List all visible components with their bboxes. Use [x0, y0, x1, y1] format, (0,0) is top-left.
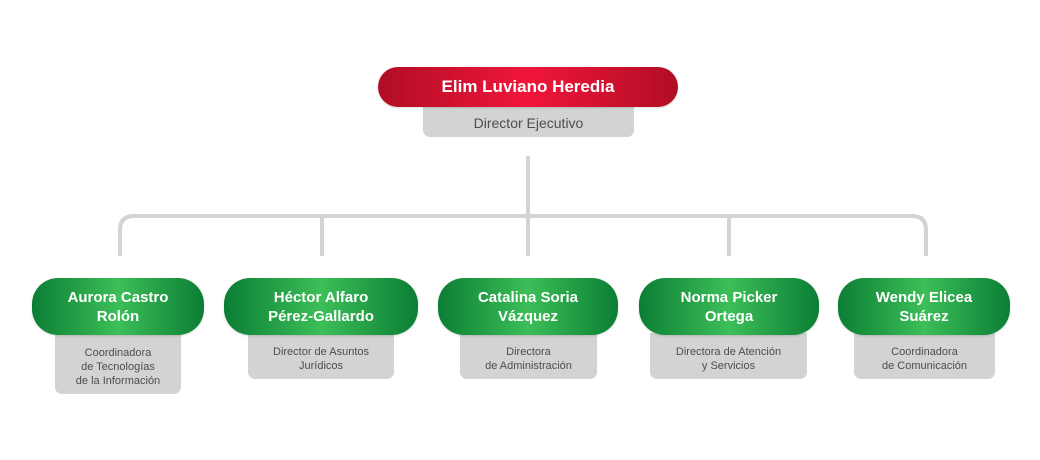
report-name-3: Catalina Soria Vázquez — [438, 278, 618, 335]
report-name-1: Aurora Castro Rolón — [32, 278, 204, 335]
connector-horizontal-bar — [118, 214, 928, 256]
report-role-3: Directora de Administración — [460, 333, 597, 379]
report-name-2: Héctor Alfaro Pérez-Gallardo — [224, 278, 418, 335]
report-role-5: Coordinadora de Comunicación — [854, 333, 995, 379]
report-name-4: Norma Picker Ortega — [639, 278, 819, 335]
report-role-4: Directora de Atención y Servicios — [650, 333, 807, 379]
report-role-1: Coordinadora de Tecnologías de la Inform… — [55, 333, 181, 394]
director-role: Director Ejecutivo — [423, 104, 634, 137]
director-name: Elim Luviano Heredia — [378, 67, 678, 107]
report-name-5: Wendy Elicea Suárez — [838, 278, 1010, 335]
report-role-2: Director de Asuntos Jurídicos — [248, 333, 394, 379]
